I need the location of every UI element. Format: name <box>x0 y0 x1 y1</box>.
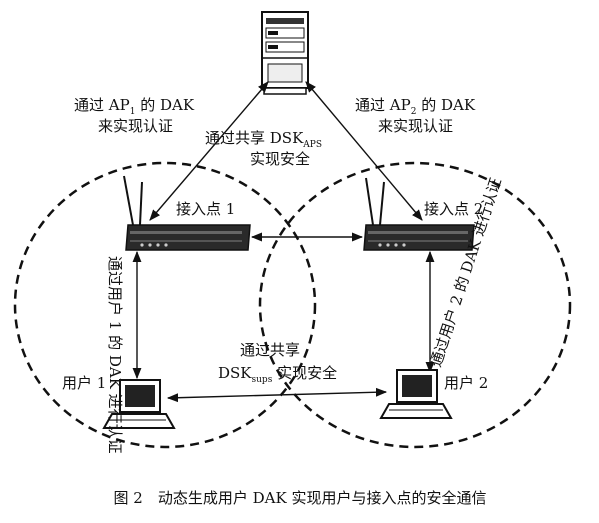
arrow-server-ap2 <box>305 81 423 221</box>
label-user2: 用户 2 <box>444 374 488 392</box>
label-auth-ap1-line1: 通过 AP1 的 DAK <box>74 96 195 117</box>
access-point-2-icon <box>363 177 475 251</box>
coverage-circle-ap2 <box>258 161 572 449</box>
server-icon <box>261 11 309 95</box>
label-user1: 用户 1 <box>62 374 106 392</box>
label-ap1: 接入点 1 <box>176 200 235 218</box>
label-auth-ap2-line1: 通过 AP2 的 DAK <box>355 96 476 117</box>
label-dsk-sups-line1: 通过共享 <box>240 341 300 359</box>
figure-caption: 图 2 动态生成用户 DAK 实现用户与接入点的安全通信 <box>114 489 487 507</box>
label-user1-auth: 通过用户 1 的 DAK 进行认证 <box>106 256 124 454</box>
label-auth-ap2-line2: 来实现认证 <box>378 117 453 135</box>
label-dsk-aps-line1: 通过共享 DSKAPS <box>205 129 322 150</box>
label-dsk-sups-line2: DSKsups 实现安全 <box>218 364 337 385</box>
laptop-2-icon <box>379 369 453 419</box>
laptop-1-icon <box>102 379 176 429</box>
arrow-server-ap1 <box>149 81 269 221</box>
label-auth-ap1-line2: 来实现认证 <box>98 117 173 135</box>
label-dsk-aps-line2: 实现安全 <box>250 150 310 168</box>
arrow-user1-user2 <box>166 387 388 403</box>
access-point-1-icon <box>123 175 251 251</box>
coverage-circle-ap1 <box>13 161 317 449</box>
label-ap2: 接入点 2 <box>424 200 483 218</box>
